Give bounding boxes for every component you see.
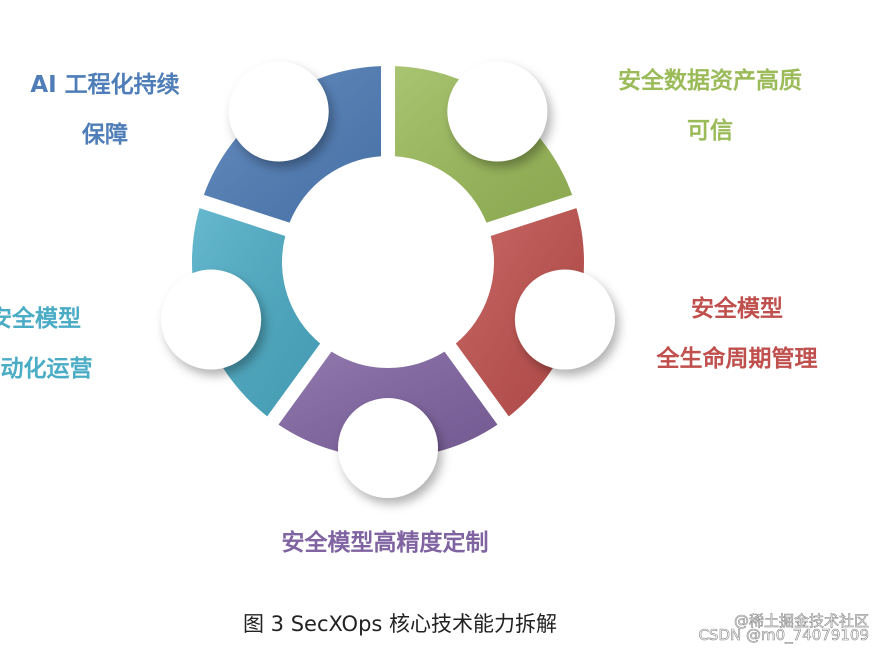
node-circle-model-precision xyxy=(338,398,438,498)
label-line: 可信 xyxy=(687,118,733,144)
figure-caption: 图 3 SecXOps 核心技术能力拆解 xyxy=(242,612,558,636)
label-line: 保障 xyxy=(82,122,128,148)
label-line: 安全模型 xyxy=(691,296,783,322)
label-model-ops: 安全模型 自动化运营 xyxy=(0,294,93,394)
watermark-line: CSDN @m0_74079109 xyxy=(698,626,869,644)
node-circle-model-lifecycle xyxy=(514,269,615,370)
label-line: AI 工程化持续 xyxy=(30,72,180,98)
label-line: 全生命周期管理 xyxy=(656,346,818,372)
node-circle-model-ops xyxy=(161,269,262,370)
label-data-asset: 安全数据资产高质 可信 xyxy=(618,56,802,156)
label-line: 安全数据资产高质 xyxy=(618,68,802,94)
label-line: 安全模型 xyxy=(0,306,81,332)
label-ai-engineering: AI 工程化持续 保障 xyxy=(30,60,179,160)
label-model-lifecycle: 安全模型 全生命周期管理 xyxy=(657,284,818,384)
node-circle-data-asset xyxy=(447,61,548,162)
watermark: @稀土掘金技术社区 CSDN @m0_74079109 xyxy=(698,612,870,644)
label-line: 安全模型高精度定制 xyxy=(281,530,489,556)
label-line: 自动化运营 xyxy=(0,356,93,382)
watermark-line: @稀土掘金技术社区 xyxy=(733,612,870,630)
node-circle-ai-engineering xyxy=(228,61,329,162)
label-model-precision: 安全模型高精度定制 xyxy=(282,518,489,568)
